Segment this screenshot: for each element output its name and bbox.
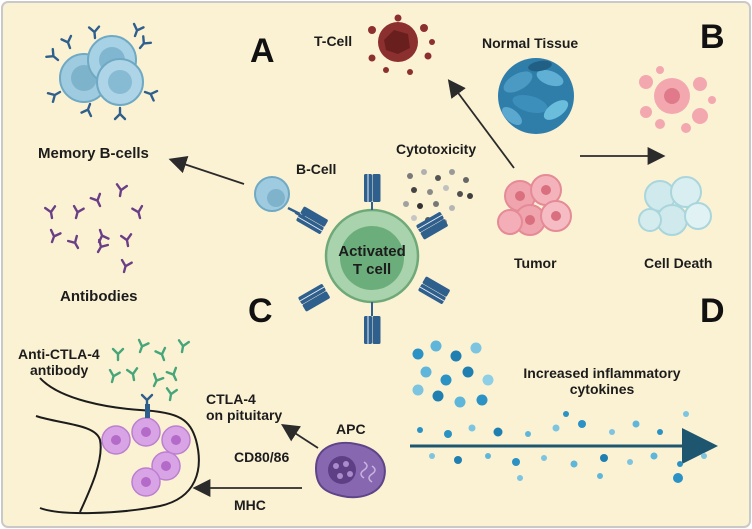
anti-ctla4-label-line1: Anti-CTLA-4 [18, 346, 100, 362]
t-cell-icon [368, 14, 435, 75]
apc-cell-icon [314, 441, 386, 499]
memory-b-cells-label: Memory B-cells [38, 145, 149, 162]
cell-death-label: Cell Death [644, 255, 712, 271]
activated-t-cell-line2: T cell [353, 261, 391, 278]
dying-cells-icon [639, 66, 716, 133]
panel-label-d: D [700, 292, 725, 330]
cytokine-cluster-icon [412, 340, 494, 408]
arrow-icon [168, 156, 245, 185]
apc-label: APC [336, 421, 366, 437]
panel-label-b: B [700, 18, 725, 56]
cytotoxicity-label: Cytotoxicity [396, 141, 476, 157]
arrow-icon [447, 79, 515, 169]
pituitary-tissue-icon [35, 377, 200, 515]
panel-label-a: A [250, 32, 275, 70]
panel-label-c: C [248, 292, 273, 330]
ctla4-label-line2: on pituitary [206, 407, 282, 423]
cytokine-dots-icon [417, 411, 707, 483]
memory-b-cells-icon [45, 22, 159, 121]
cytokines-label-line2: cytokines [570, 381, 635, 397]
anti-ctla4-label-line2: antibody [30, 362, 89, 378]
b-cell-label: B-Cell [296, 161, 336, 177]
cell-death-icon [638, 176, 712, 236]
b-cell-icon [254, 176, 310, 225]
antibodies-label: Antibodies [60, 288, 138, 305]
activated-t-cell-line1: Activated [338, 243, 406, 260]
arrow-icon [280, 424, 319, 449]
activated-t-cell-icon [295, 173, 451, 345]
normal-tissue-icon [498, 58, 574, 134]
ctla4-label-line1: CTLA-4 [206, 391, 256, 407]
normal-tissue-label: Normal Tissue [482, 35, 578, 51]
cytokines-label-line1: Increased inflammatory [523, 365, 680, 381]
tumor-icon [497, 174, 572, 236]
t-cell-label: T-Cell [314, 33, 352, 49]
tumor-label: Tumor [514, 255, 557, 271]
cd80-86-label: CD80/86 [234, 449, 289, 465]
mhc-label: MHC [234, 497, 266, 513]
